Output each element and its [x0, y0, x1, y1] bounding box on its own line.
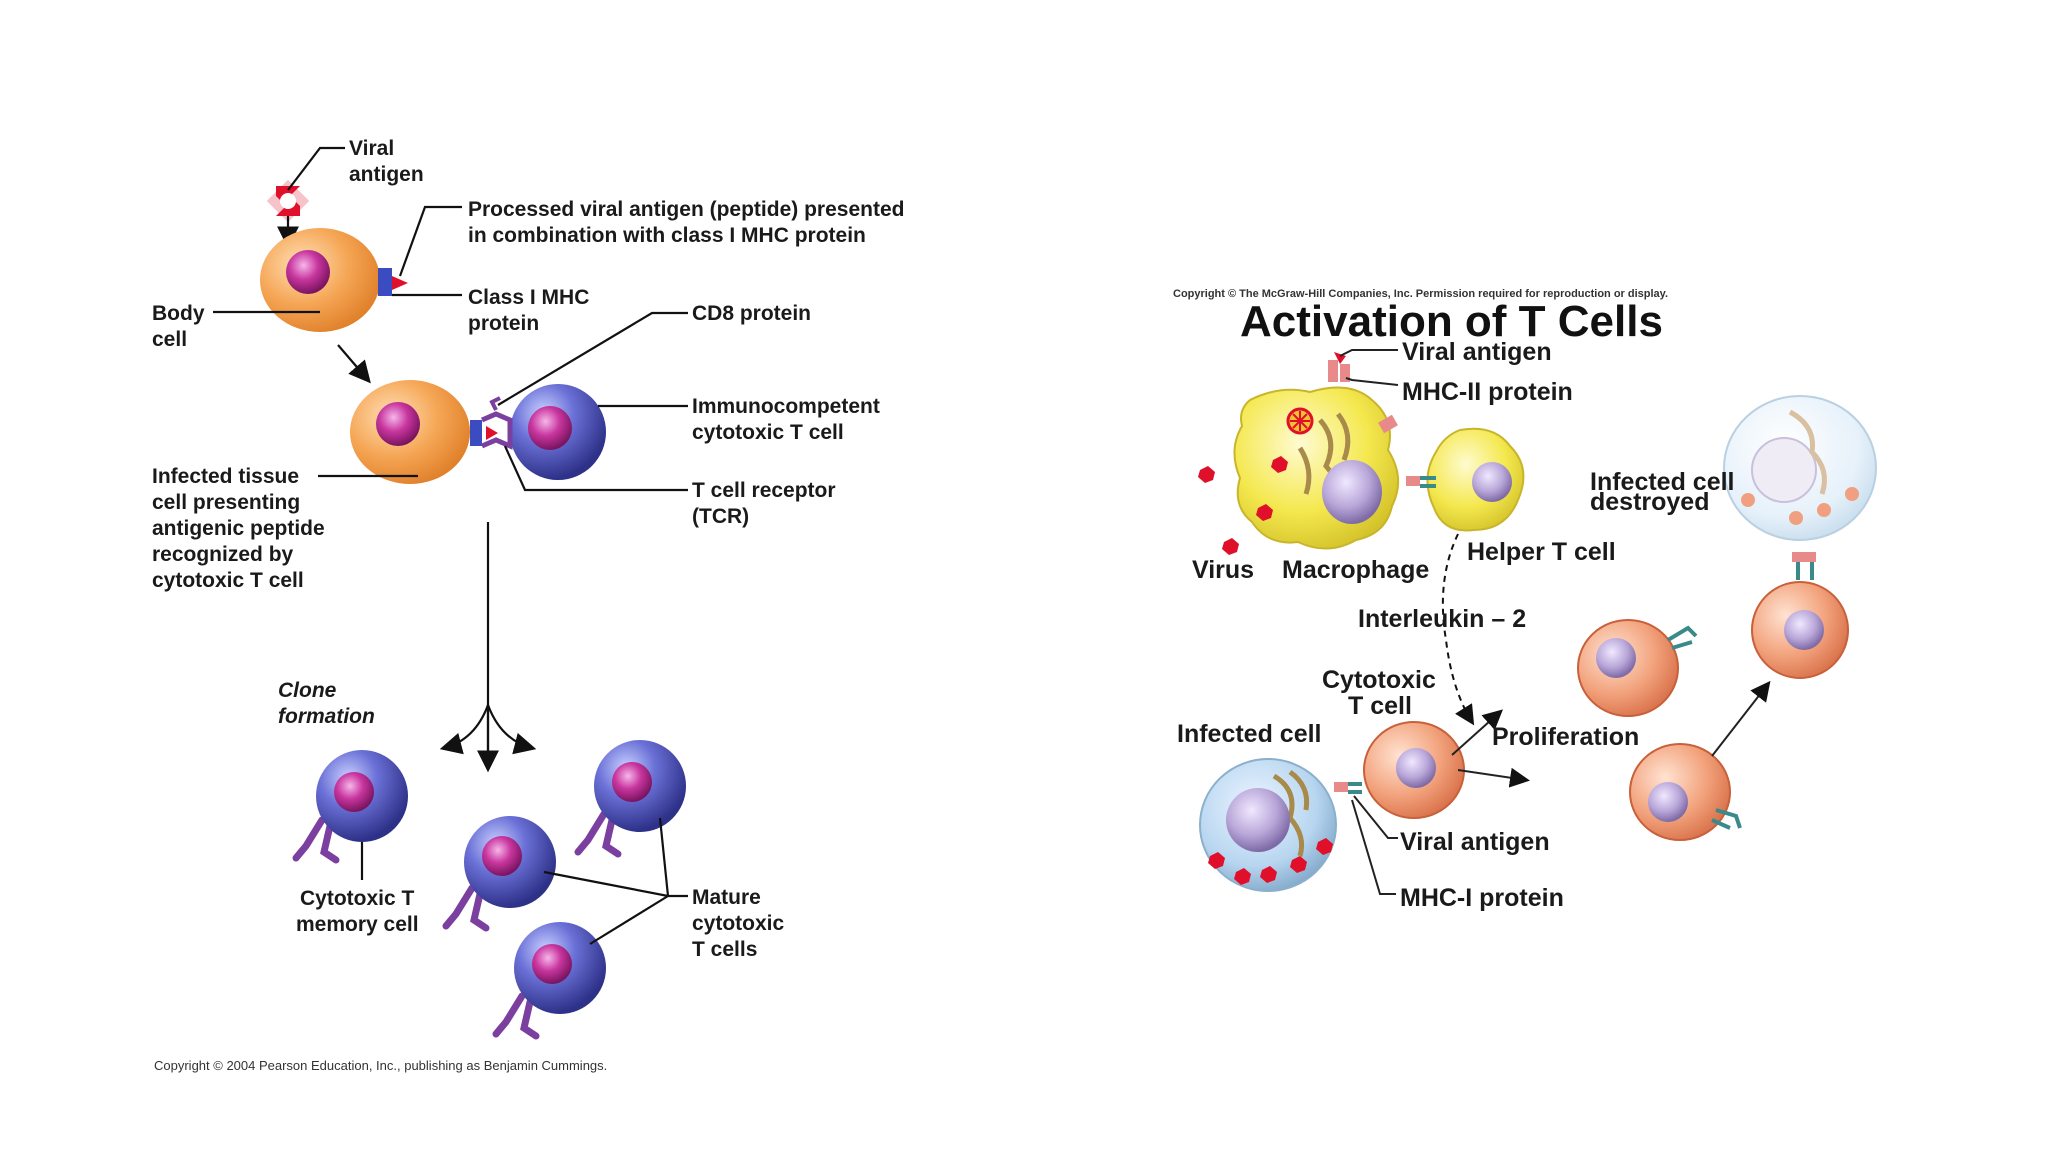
- left-panel: Viral antigen Processed viral antigen (p…: [152, 137, 910, 1073]
- body-cell-nucleus: [286, 250, 330, 294]
- proliferated-t-cell-1: [1577, 619, 1698, 717]
- processed-peptide: [392, 276, 408, 290]
- class1-mhc-protein: [378, 268, 392, 296]
- destroyed-cell-contact: [1792, 552, 1816, 580]
- virus-particles: [1198, 456, 1288, 555]
- label-tcr: T cell receptor (TCR): [692, 479, 841, 528]
- proliferated-t-cell-3: [1751, 581, 1849, 679]
- label-processed-antigen: Processed viral antigen (peptide) presen…: [468, 198, 910, 247]
- infected-cell-nucleus: [376, 402, 420, 446]
- clone-arrow-left: [439, 704, 490, 755]
- destroyed-cell-organelles: [1788, 409, 1827, 495]
- progression-arrow: [337, 344, 371, 384]
- processed-antigen-leader: [398, 205, 462, 277]
- destroyed-cell-nucleus: [1751, 437, 1817, 503]
- right-panel: Copyright © The McGraw-Hill Companies, I…: [1173, 288, 1877, 912]
- page-title: Activation of T Cells: [1240, 297, 1663, 346]
- proliferation-arrow-right: [1457, 767, 1530, 788]
- label-body-cell: Body cell: [152, 302, 210, 351]
- label-mhc2: MHC-II protein: [1402, 378, 1573, 406]
- label-infected-tissue: Infected tissue cell presenting antigeni…: [152, 465, 331, 592]
- label-cytotoxic-t-cell: Cytotoxic T cell: [1322, 666, 1443, 720]
- label-viral-antigen-bottom: Viral antigen: [1400, 828, 1550, 856]
- mhc-leaders: [1339, 349, 1399, 386]
- label-cd8: CD8 protein: [692, 302, 811, 325]
- label-interleukin: Interleukin – 2: [1358, 605, 1526, 633]
- right-copyright: Copyright © The McGraw-Hill Companies, I…: [1173, 288, 1668, 300]
- mhc1-contact: [1334, 782, 1362, 794]
- label-helper-t-cell: Helper T cell: [1467, 538, 1616, 566]
- label-viral-antigen-top: Viral antigen: [1402, 338, 1552, 366]
- label-infected-destroyed: Infected cell destroyed: [1590, 468, 1741, 516]
- label-macrophage: Macrophage: [1282, 556, 1429, 584]
- mature-t-cell-2: [574, 740, 686, 858]
- macrophage: [1233, 386, 1399, 550]
- label-clone-formation: Clone formation: [278, 679, 375, 728]
- memory-t-cell: [292, 750, 408, 864]
- proliferation-arrow-up: [1451, 709, 1503, 756]
- engulfed-virus-icon: [1286, 407, 1314, 435]
- label-mature-cells: Mature cytotoxic T cells: [692, 886, 790, 961]
- helper-t-cell-nucleus: [1472, 462, 1512, 502]
- tcr-leader: [503, 445, 688, 492]
- label-virus: Virus: [1192, 556, 1254, 584]
- mature-cells-leader: [543, 817, 688, 945]
- helper-receptor: [1406, 476, 1436, 488]
- interleukin-arrow: [1441, 533, 1475, 726]
- label-infected-cell: Infected cell: [1177, 720, 1322, 748]
- clone-arrow-right: [486, 704, 537, 755]
- cytotoxic-t-cell-nucleus: [1396, 748, 1436, 788]
- cd8-leader: [497, 311, 688, 406]
- mature-t-cell-1: [442, 816, 556, 932]
- tcr-mhc-complex: [470, 396, 513, 450]
- mhc1-antigen-leaders: [1351, 795, 1398, 895]
- infected-cell-nucleus: [1226, 788, 1290, 852]
- infected-cell-organelles: [1272, 769, 1310, 857]
- viral-antigen-leader: [287, 146, 345, 191]
- mhc2-surface-protein: [1378, 414, 1398, 434]
- label-memory-cell: Cytotoxic T memory cell: [296, 887, 420, 936]
- label-viral-antigen: Viral antigen: [349, 137, 424, 186]
- t-cell-nucleus: [528, 406, 572, 450]
- macrophage-nucleus: [1322, 460, 1382, 524]
- proliferated-t-cell-2: [1629, 743, 1742, 841]
- left-copyright: Copyright © 2004 Pearson Education, Inc.…: [154, 1058, 607, 1073]
- mature-t-cell-3: [492, 922, 606, 1040]
- label-mhc1: MHC-I protein: [1400, 884, 1564, 912]
- label-proliferation: Proliferation: [1492, 723, 1639, 751]
- label-immunocompetent: Immunocompetent cytotoxic T cell: [692, 395, 886, 444]
- attack-arrow: [1711, 680, 1771, 757]
- viral-antigen-icon: [266, 179, 310, 223]
- destroyed-cell-debris: [1741, 487, 1859, 525]
- infected-cell-viruses: [1208, 838, 1333, 885]
- label-class1-mhc: Class I MHC protein: [468, 286, 595, 335]
